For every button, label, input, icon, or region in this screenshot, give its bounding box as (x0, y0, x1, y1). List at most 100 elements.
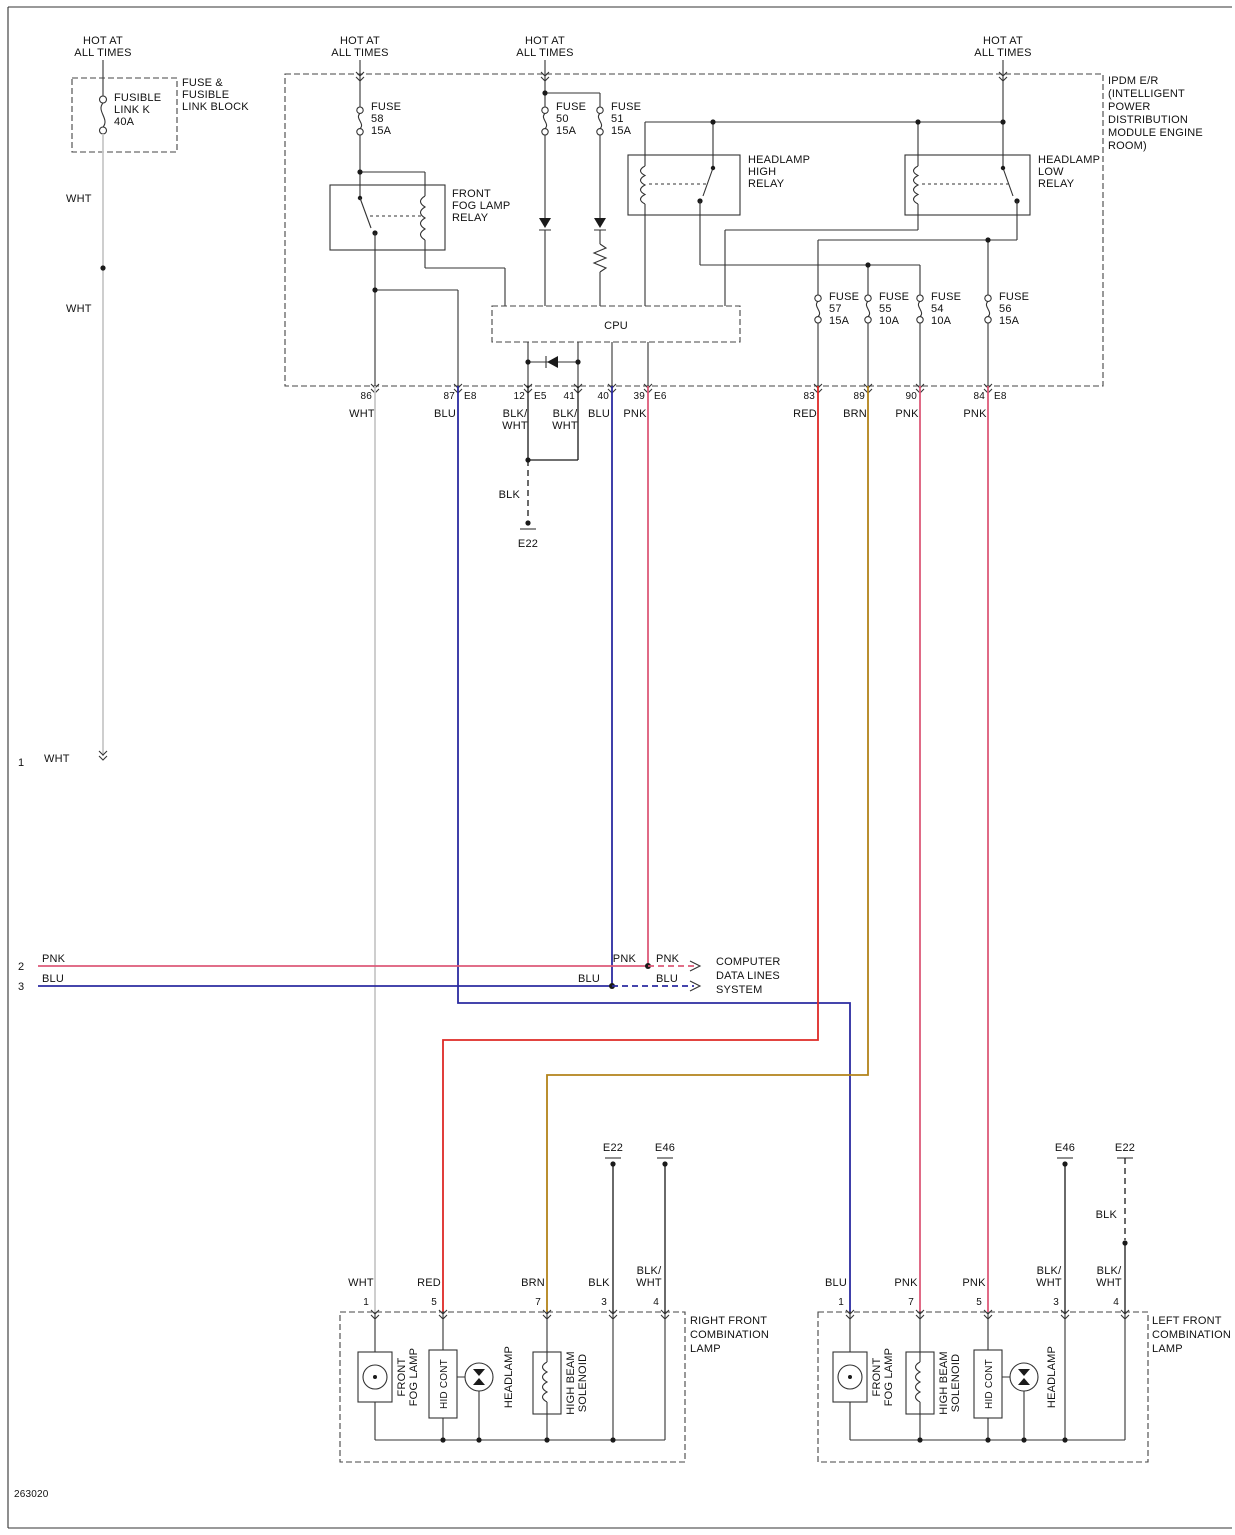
relay-label: HIGH (748, 166, 776, 178)
fuse-amperage: 10A (931, 315, 952, 327)
pin-number: 90 (905, 391, 917, 402)
fuse-label: FUSE (556, 101, 586, 113)
wire-color-label: WHT (349, 408, 375, 420)
wire-color-label: BLU (656, 973, 678, 985)
fusible-link-block: HOT AT ALL TIMES FUSIBLE LINK K 40A FUSE… (18, 35, 249, 769)
relay-label: FRONT (452, 188, 491, 200)
lamp-name: COMBINATION (690, 1329, 769, 1341)
pin-number: 86 (360, 391, 372, 402)
data-line-rows: 2 PNK 3 BLU PNK PNK BLU BLU COMPUTER DAT… (18, 953, 780, 996)
component-label: HID CONT (984, 1359, 995, 1409)
pin-number: 12 (513, 391, 525, 402)
wire-color-label: BLU (578, 973, 600, 985)
fog-lamp-bulb-icon (362, 1364, 388, 1390)
ipdm-label: IPDM E/R (1108, 75, 1159, 87)
fusible-link-label: 40A (114, 116, 135, 128)
sheet-frame (7, 6, 1232, 1529)
fuse-58: HOT AT ALL TIMES FUSE 58 15A (331, 35, 401, 137)
pin-number: 5 (976, 1297, 982, 1308)
block-name: FUSE & (182, 77, 223, 89)
ground-code: E22 (518, 538, 538, 550)
diode-icon (539, 218, 551, 228)
wire-color-label: BLU (42, 973, 64, 985)
lamp-name: LEFT FRONT (1152, 1315, 1222, 1327)
row-marker: 1 (18, 757, 24, 769)
ipdm-label: (INTELLIGENT (1108, 88, 1185, 100)
solenoid-coil-icon (541, 1361, 549, 1403)
wire-brn-89 (546, 386, 869, 1312)
left-front-combination-lamp: LEFT FRONT COMBINATION LAMP FRONT FOG LA… (817, 1311, 1231, 1463)
harness-wires (374, 386, 989, 1312)
connector-code: E8 (464, 391, 477, 402)
component-label: FOG LAMP (883, 1348, 895, 1406)
wire-color-label: RED (793, 408, 817, 420)
wire-color-label: WHT (636, 1277, 662, 1289)
pin-number: 5 (431, 1297, 437, 1308)
wire-color-label: PNK (895, 408, 919, 420)
hot-label: ALL TIMES (331, 47, 388, 59)
fuse-number: 57 (829, 303, 842, 315)
wire-color-label: WHT (44, 753, 70, 765)
ipdm-label: DISTRIBUTION (1108, 114, 1188, 126)
wire-color-label: PNK (894, 1277, 918, 1289)
ipdm-box: IPDM E/R (INTELLIGENT POWER DISTRIBUTION… (284, 73, 1203, 387)
wire-color-label: BLK/ (1037, 1265, 1062, 1277)
doc-number: 263020 (14, 1489, 49, 1500)
fuse-amperage: 15A (611, 125, 632, 137)
fuse-amperage: 15A (371, 125, 392, 137)
fuse-number: 54 (931, 303, 944, 315)
front-fog-lamp-relay: FRONT FOG LAMP RELAY (329, 135, 510, 386)
component-label: HIGH BEAM (565, 1351, 577, 1415)
fuse-label: FUSE (879, 291, 909, 303)
hot-label: ALL TIMES (516, 47, 573, 59)
row-marker: 3 (18, 981, 24, 993)
ground-code: E46 (655, 1142, 675, 1154)
headlamp-bulb-icon (464, 1362, 494, 1392)
resistor-icon (592, 243, 608, 273)
pin-number: 40 (597, 391, 609, 402)
solenoid-coil-icon (914, 1361, 922, 1403)
wire-color-label: WHT (552, 420, 578, 432)
fuse-label: FUSE (829, 291, 859, 303)
headlamp-high-relay: HEADLAMP HIGH RELAY (627, 154, 921, 306)
wire-blu-87 (457, 386, 851, 1312)
pin-number: 84 (973, 391, 985, 402)
lamp-name: RIGHT FRONT (690, 1315, 767, 1327)
wire-color-label: PNK (962, 1277, 986, 1289)
wire-red-83 (442, 386, 819, 1312)
pin-number: 89 (853, 391, 865, 402)
fuse-50-51-branch: HOT AT ALL TIMES FUSE 50 15A FUSE 51 15A (516, 35, 641, 306)
pin-number: 4 (653, 1297, 659, 1308)
connector-code: E8 (994, 391, 1007, 402)
ipdm-label: ROOM) (1108, 140, 1147, 152)
hot-label: ALL TIMES (74, 47, 131, 59)
fuse-number: 51 (611, 113, 624, 125)
diode-icon (594, 218, 606, 228)
computer-data-lines-label: SYSTEM (716, 984, 762, 996)
pin-number: 7 (535, 1297, 541, 1308)
pin-number: 83 (803, 391, 815, 402)
wire-color-label: BLK/ (1097, 1265, 1122, 1277)
pin-number: 3 (1053, 1297, 1059, 1308)
wire-color-label: WHT (348, 1277, 374, 1289)
wire-color-label: PNK (656, 953, 680, 965)
wire-color-label: PNK (623, 408, 647, 420)
wire-color-label: BLK/ (637, 1265, 662, 1277)
wire-color-label: WHT (66, 303, 92, 315)
fuse-label: FUSE (999, 291, 1029, 303)
wire-color-label: PNK (963, 408, 987, 420)
relay-label: RELAY (452, 212, 489, 224)
fuse-number: 55 (879, 303, 892, 315)
fuse-amperage: 15A (829, 315, 850, 327)
wire-color-label: BLK (1096, 1209, 1118, 1221)
wire-color-label: BLU (434, 408, 456, 420)
component-label: FOG LAMP (408, 1348, 420, 1406)
wire-color-label: WHT (502, 420, 528, 432)
wire-color-label: BLK (499, 489, 521, 501)
wire-color-label: BLU (825, 1277, 847, 1289)
row-marker: 2 (18, 961, 24, 973)
connector-code: E5 (534, 391, 547, 402)
pin-number: 1 (838, 1297, 844, 1308)
cpu-box: CPU (491, 305, 741, 386)
